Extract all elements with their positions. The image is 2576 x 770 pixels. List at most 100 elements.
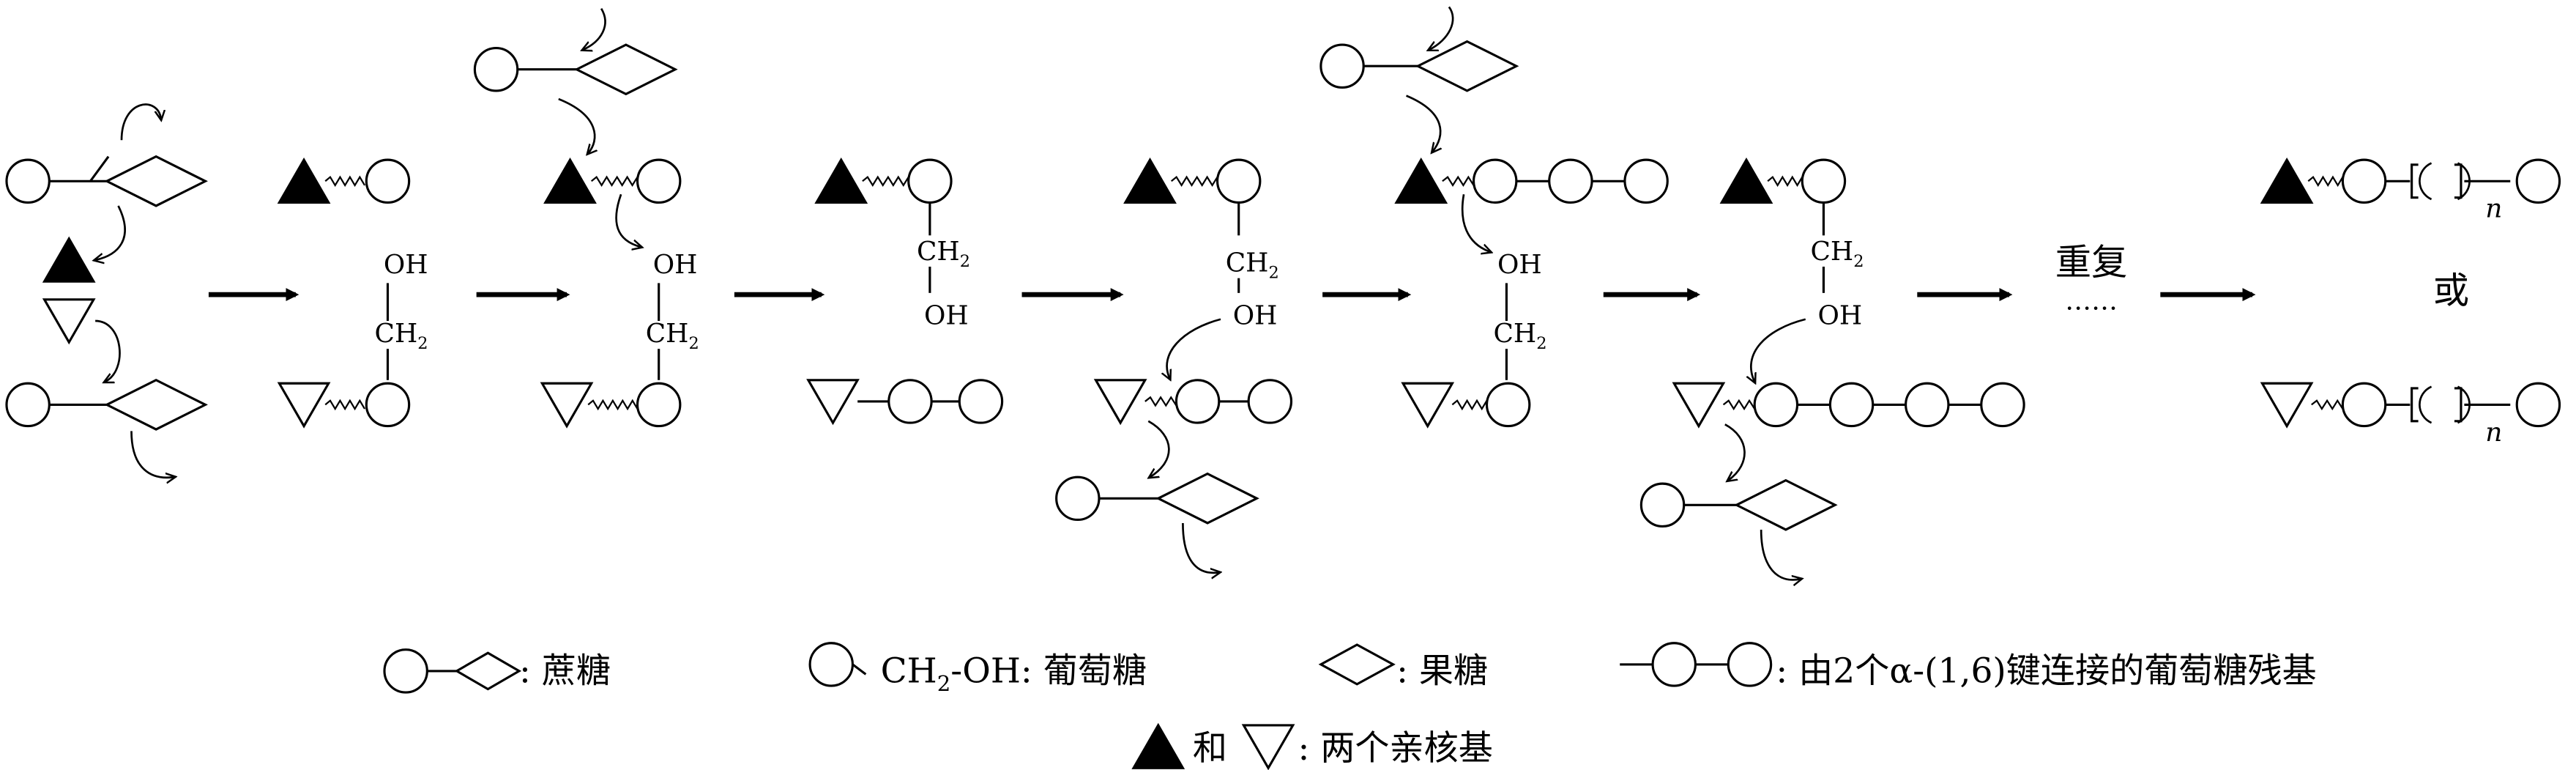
curved-arrow-icon <box>583 8 606 50</box>
glucose-circle-icon <box>1216 158 1262 204</box>
oh-label: OH <box>1233 300 1278 330</box>
curved-arrow-icon <box>1148 420 1170 477</box>
fructose-diamond-icon <box>1155 472 1259 525</box>
glucose-circle-icon <box>1485 382 1531 428</box>
curved-arrow-icon <box>95 205 126 260</box>
glucose-circle-icon <box>1639 482 1686 528</box>
curved-arrow-icon <box>120 103 161 141</box>
nucleophile-filled-triangle-icon <box>1719 157 1773 204</box>
fructose-diamond-icon <box>104 155 208 207</box>
legend-nucleophile-label: : 两个亲核基 <box>1298 728 1492 769</box>
fructose-diamond-icon <box>1318 643 1396 686</box>
glucose-circle-icon <box>907 158 953 204</box>
glucose-circle-icon <box>2419 162 2432 201</box>
ch2-label: CH2 <box>1226 248 1279 283</box>
nucleophile-filled-triangle-icon <box>543 157 597 204</box>
glucose-circle-icon <box>1801 158 1847 204</box>
nucleophile-open-triangle-icon <box>540 382 594 429</box>
glucose-circle-icon <box>887 379 933 424</box>
wavy-bond-icon <box>1442 175 1475 188</box>
glucose-circle-icon <box>473 46 519 92</box>
ch2-label: CH2 <box>1810 237 1864 271</box>
bracket-right <box>2454 387 2463 423</box>
legend-linked-residues-label: : 由2个α-(1,6)键连接的葡萄糖残基 <box>1776 651 2316 692</box>
wavy-bond-icon <box>862 175 909 188</box>
oh-label: OH <box>924 300 969 330</box>
ellipsis-label: …… <box>2065 286 2118 316</box>
wavy-bond-icon <box>1722 399 1756 411</box>
fructose-diamond-icon <box>454 651 522 691</box>
glucose-circle-icon <box>1548 158 1593 204</box>
wavy-bond-icon <box>1767 175 1803 188</box>
wavy-bond-icon <box>1170 175 1218 188</box>
legend-glucose-label: CH2-OH: 葡萄糖 <box>881 651 1147 696</box>
bracket-left <box>2411 387 2419 423</box>
glucose-circle-icon <box>1247 379 1293 424</box>
curved-arrow-icon <box>1751 318 1806 382</box>
oh-label: OH <box>1818 300 1863 330</box>
nucleophile-filled-triangle-icon <box>814 157 868 204</box>
legend-and-label: 和 <box>1193 728 1227 769</box>
glucose-circle-icon <box>1055 475 1101 522</box>
glucose-circle-icon <box>1651 642 1697 687</box>
curved-arrow-icon <box>95 319 121 382</box>
glucose-circle-icon <box>1319 43 1365 89</box>
wavy-bond-icon <box>2311 399 2344 411</box>
ch2-label: CH2 <box>1493 319 1546 353</box>
subscript-n-label: n <box>2485 418 2502 448</box>
nucleophile-filled-triangle-icon <box>1123 157 1177 204</box>
glucose-circle-icon <box>1753 382 1799 428</box>
nucleophile-open-triangle-icon <box>806 379 860 426</box>
nucleophile-open-triangle-icon <box>2260 382 2314 429</box>
legend-fructose-label: : 果糖 <box>1396 651 1488 692</box>
glucose-circle-icon <box>1472 158 1518 204</box>
curved-arrow-icon <box>1724 423 1746 480</box>
nucleophile-filled-triangle-icon <box>277 157 331 204</box>
curved-arrow-icon <box>1406 95 1441 152</box>
glucose-circle-icon <box>365 158 411 204</box>
curved-arrow-icon <box>615 193 641 247</box>
glucose-circle-icon <box>365 382 411 428</box>
glucose-circle-icon <box>1980 382 2025 428</box>
nucleophile-open-triangle-icon <box>1401 382 1455 429</box>
ch2-label: CH2 <box>917 237 970 271</box>
nucleophile-open-triangle-icon <box>1672 382 1726 429</box>
curved-arrow-icon <box>1182 522 1218 573</box>
nucleophile-open-triangle-icon <box>1241 724 1295 770</box>
curved-arrow-icon <box>1429 6 1454 49</box>
subscript-n-label: n <box>2485 194 2502 224</box>
wavy-bond-icon <box>587 399 639 411</box>
ch2-label: CH2 <box>646 319 699 353</box>
legend-sucrose-label: : 蔗糖 <box>519 651 611 692</box>
glucose-circle-icon <box>2515 382 2561 428</box>
oh-label: OH <box>1497 250 1542 280</box>
glucose-circle-icon <box>5 382 51 428</box>
fructose-diamond-icon <box>1415 40 1519 92</box>
glucose-circle-icon <box>1623 158 1669 204</box>
glucose-circle-icon <box>1727 642 1773 687</box>
glucose-circle-icon <box>2419 385 2432 424</box>
glucose-circle-icon <box>636 382 682 428</box>
wavy-bond-icon <box>1451 399 1488 411</box>
glucose-circle-icon <box>958 379 1004 424</box>
repeat-label: 重复 <box>2055 241 2128 284</box>
fructose-diamond-icon <box>573 43 678 96</box>
ch2-label: CH2 <box>375 319 428 353</box>
bracket-left <box>2411 163 2419 199</box>
nucleophile-filled-triangle-icon <box>2260 157 2314 204</box>
wavy-bond-icon <box>324 399 366 411</box>
wavy-bond-icon <box>1144 396 1177 407</box>
bond-line <box>89 155 110 182</box>
oh-label: OH <box>384 250 428 280</box>
nucleophile-open-triangle-icon <box>1093 379 1147 426</box>
or-label: 或 <box>2433 269 2469 311</box>
curved-arrow-icon <box>1167 318 1221 379</box>
curved-arrow-icon <box>130 431 174 478</box>
nucleophile-open-triangle-icon <box>277 382 331 429</box>
wavy-bond-icon <box>590 175 639 188</box>
curved-arrow-icon <box>1760 529 1801 580</box>
fructose-diamond-icon <box>1733 478 1838 531</box>
nucleophile-filled-triangle-icon <box>1131 722 1185 769</box>
fructose-diamond-icon <box>104 379 208 431</box>
